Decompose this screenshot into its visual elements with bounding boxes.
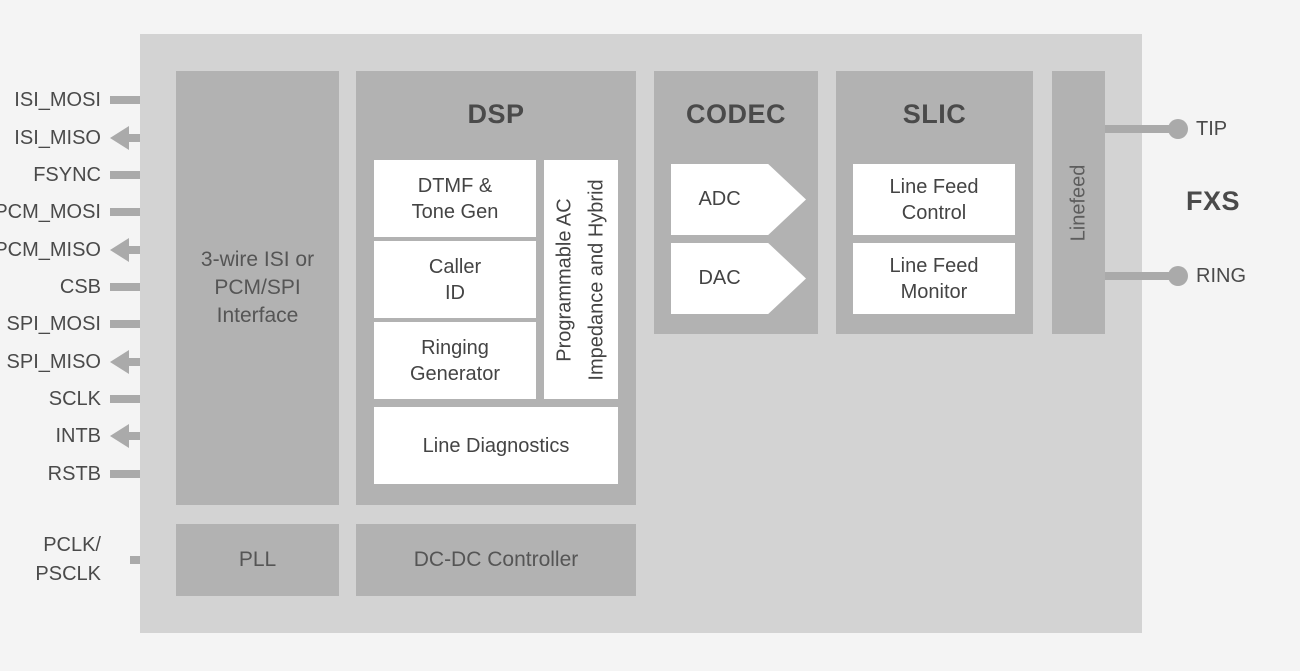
pll-label: PLL — [238, 548, 277, 571]
pin-label-spi-mosi: SPI_MOSI — [6, 313, 101, 335]
dac-label: DAC — [698, 267, 741, 289]
dtmf-line-1: DTMF & — [417, 174, 493, 197]
line-feed-monitor-line-1: Line Feed — [889, 254, 979, 277]
dtmf-line-2: Tone Gen — [411, 200, 499, 223]
line-diagnostics-label: Line Diagnostics — [422, 434, 570, 457]
line-feed-control-box[interactable]: Line Feed Control — [853, 164, 1015, 235]
ringing-gen-line-1: Ringing — [421, 336, 489, 359]
pin-label-fsync: FSYNC — [33, 164, 101, 186]
ring-line — [1105, 272, 1173, 280]
slic-block-title: SLIC — [902, 99, 967, 129]
pin-arrowhead-intb — [110, 424, 129, 448]
pin-arrowhead-pcm-miso — [110, 238, 129, 262]
line-feed-control-line-1: Line Feed — [889, 175, 979, 198]
pin-arrow-rstb — [110, 470, 158, 478]
dc-dc-controller-block[interactable]: DC-DC Controller — [356, 524, 636, 596]
linefeed-block[interactable]: Linefeed — [1052, 71, 1105, 334]
caller-id-box[interactable]: Caller ID — [374, 241, 536, 318]
linefeed-label: Linefeed — [1067, 164, 1089, 241]
dtmf-tone-gen-box[interactable]: DTMF & Tone Gen — [374, 160, 536, 237]
programmable-ac-text: Programmable AC Impedance and Hybrid — [549, 179, 613, 380]
pin-label-rstb: RSTB — [47, 463, 101, 485]
pin-label-pcm-mosi: PCM_MOSI — [0, 201, 101, 223]
caller-id-line-2: ID — [445, 281, 465, 304]
dc-dc-controller-label: DC-DC Controller — [413, 548, 579, 571]
pin-label-intb: INTB — [55, 425, 101, 447]
ring-terminal-dot[interactable] — [1168, 266, 1188, 286]
interface-line-1: 3-wire ISI or — [200, 248, 315, 271]
ringing-gen-line-2: Generator — [409, 362, 501, 385]
caller-id-line-1: Caller — [428, 255, 482, 278]
line-diagnostics-box[interactable]: Line Diagnostics — [374, 407, 618, 484]
interface-block[interactable]: 3-wire ISI or PCM/SPI Interface — [176, 71, 339, 505]
pin-label-isi-mosi: ISI_MOSI — [14, 89, 101, 111]
adc-label: ADC — [698, 188, 741, 210]
pin-arrowhead-isi-miso — [110, 126, 129, 150]
pin-arrow-isi-mosi — [110, 96, 158, 104]
programmable-ac-impedance-hybrid-box[interactable]: Programmable AC Impedance and Hybrid — [544, 160, 618, 399]
line-feed-monitor-line-2: Monitor — [900, 280, 968, 303]
tip-label: TIP — [1196, 118, 1228, 140]
pin-arrow-fsync — [110, 171, 158, 179]
pll-block[interactable]: PLL — [176, 524, 339, 596]
pin-arrow-csb — [110, 283, 158, 291]
pin-label-psclk: PSCLK — [35, 563, 101, 585]
tip-terminal-dot[interactable] — [1168, 119, 1188, 139]
pin-arrow-sclk — [110, 395, 158, 403]
pac-line-2: Impedance and Hybrid — [586, 178, 609, 381]
pin-label-sclk: SCLK — [48, 388, 101, 410]
tip-line — [1105, 125, 1173, 133]
pin-label-spi-miso: SPI_MISO — [6, 351, 101, 373]
interface-line-2: PCM/SPI — [214, 276, 301, 299]
interface-line-3: Interface — [216, 304, 299, 327]
line-feed-monitor-box[interactable]: Line Feed Monitor — [853, 243, 1015, 314]
ringing-generator-box[interactable]: Ringing Generator — [374, 322, 536, 399]
interface-block-label: 3-wire ISI or PCM/SPI Interface — [176, 246, 339, 330]
pac-line-1: Programmable AC — [554, 197, 577, 362]
codec-block-title: CODEC — [685, 99, 786, 129]
pin-arrowhead-spi-miso — [110, 350, 129, 374]
ring-label: RING — [1196, 265, 1246, 287]
pin-arrow-spi-mosi — [110, 320, 158, 328]
dsp-block-title: DSP — [467, 99, 525, 129]
pin-arrow-pcm-mosi — [110, 208, 158, 216]
pin-label-pclk: PCLK/ — [43, 534, 101, 556]
pin-label-pcm-miso: PCM_MISO — [0, 239, 101, 261]
line-feed-control-line-2: Control — [901, 201, 967, 224]
fxs-label: FXS — [1186, 186, 1241, 216]
pin-label-isi-miso: ISI_MISO — [14, 127, 101, 149]
pin-label-csb: CSB — [59, 276, 101, 298]
